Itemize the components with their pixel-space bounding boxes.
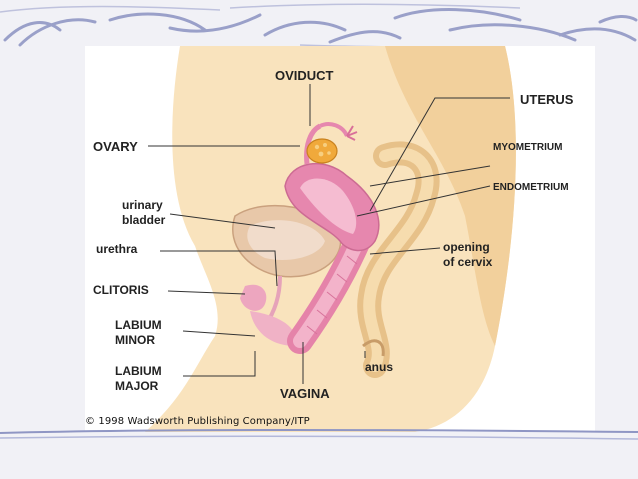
anus-shape <box>362 339 385 357</box>
clitoris-shape <box>240 284 267 311</box>
label-myometrium: MYOMETRIUM <box>493 142 563 153</box>
label-uterus: UTERUS <box>520 92 574 107</box>
copyright-credit: © 1998 Wadsworth Publishing Company/ITP <box>85 416 310 427</box>
label-anus: anus <box>365 360 394 374</box>
label-urinary-bladder: urinary bladder <box>122 198 166 227</box>
oviduct-tube <box>304 123 322 165</box>
back-shading <box>385 46 516 346</box>
label-labium-major: LABIUM MAJOR <box>115 364 162 393</box>
anatomy-illustration <box>145 46 516 432</box>
label-vagina: VAGINA <box>280 386 330 401</box>
label-clitoris: CLITORIS <box>93 283 149 297</box>
endometrium-layer <box>300 178 357 234</box>
ovary-shape <box>306 138 338 164</box>
label-opening-of-cervix: opening of cervix <box>443 240 493 269</box>
label-oviduct: OVIDUCT <box>275 68 334 83</box>
label-urethra: urethra <box>96 242 138 256</box>
diagram-plate: OVIDUCT UTERUS OVARY MYOMETRIUM ENDOMETR… <box>85 46 595 432</box>
label-ovary: OVARY <box>93 139 138 154</box>
label-endometrium: ENDOMETRIUM <box>493 182 569 193</box>
labium-minor-shape <box>250 311 296 346</box>
fimbriae <box>346 125 358 141</box>
leader-lines <box>148 84 510 384</box>
bottom-divider <box>0 428 638 440</box>
label-labium-minor: LABIUM MINOR <box>115 318 162 347</box>
